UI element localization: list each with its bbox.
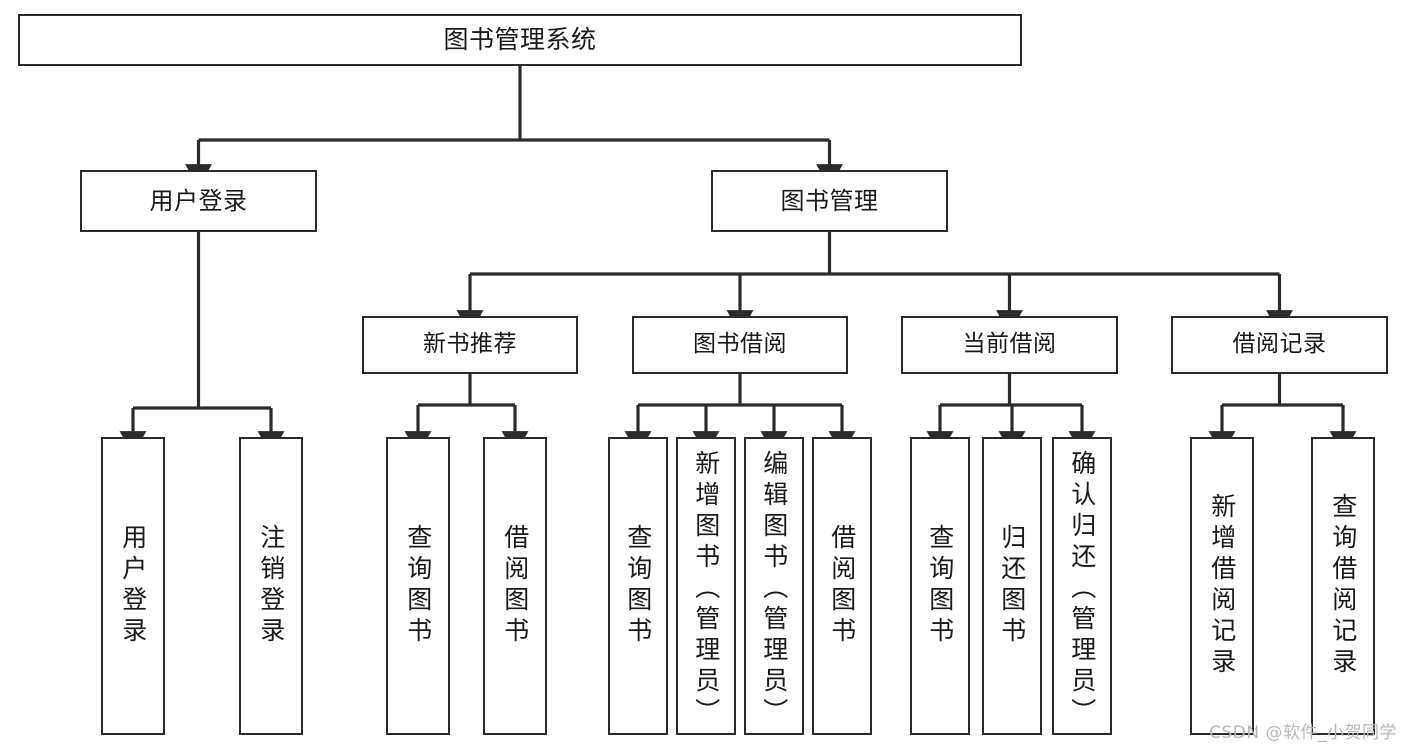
node-label: 当前借阅	[962, 331, 1057, 358]
node-label: 新书推荐	[423, 331, 517, 358]
node-l-query-record[interactable]: 查询借阅记录	[1311, 437, 1375, 735]
node-l-add-record[interactable]: 新增借阅记录	[1190, 437, 1254, 735]
node-label: 归还图书	[997, 524, 1027, 648]
node-l-confirm-return[interactable]: 确认归还（管理员）	[1052, 437, 1112, 735]
node-label: 编辑图书（管理员）	[759, 450, 789, 729]
node-label: 确认归还（管理员）	[1067, 450, 1097, 729]
node-l-borrow-book-2[interactable]: 借阅图书	[812, 437, 872, 735]
node-l-add-book[interactable]: 新增图书（管理员）	[676, 437, 736, 735]
node-n-user-login[interactable]: 用户登录	[80, 170, 317, 232]
node-n-book-borrow[interactable]: 图书借阅	[632, 316, 848, 374]
node-label: 查询图书	[623, 524, 653, 648]
node-label: 用户登录	[118, 524, 148, 648]
node-label: 借阅图书	[500, 524, 530, 648]
watermark: CSDN @软件_小贺同学	[1209, 723, 1397, 743]
node-root[interactable]: 图书管理系统	[18, 14, 1022, 66]
node-l-return-book[interactable]: 归还图书	[982, 437, 1042, 735]
node-label: 图书借阅	[693, 331, 787, 358]
node-label: 新增借阅记录	[1207, 493, 1237, 679]
node-l-query-book-2[interactable]: 查询图书	[608, 437, 668, 735]
node-n-borrow-record[interactable]: 借阅记录	[1171, 316, 1388, 374]
node-label: 注销登录	[256, 524, 286, 648]
node-label: 用户登录	[149, 186, 248, 215]
node-label: 图书管理	[780, 186, 879, 215]
node-l-query-book-1[interactable]: 查询图书	[386, 437, 450, 735]
node-label: 图书管理系统	[443, 25, 597, 55]
node-label: 借阅记录	[1232, 331, 1327, 358]
node-l-edit-book[interactable]: 编辑图书（管理员）	[744, 437, 804, 735]
node-label: 查询借阅记录	[1328, 493, 1358, 679]
node-label: 新增图书（管理员）	[691, 450, 721, 729]
node-l-borrow-book-1[interactable]: 借阅图书	[483, 437, 547, 735]
node-n-new-book-rec[interactable]: 新书推荐	[362, 316, 578, 374]
node-n-current-borrow[interactable]: 当前借阅	[901, 316, 1118, 374]
node-l-user-logout[interactable]: 注销登录	[239, 437, 303, 735]
node-label: 查询图书	[403, 524, 433, 648]
node-l-query-book-3[interactable]: 查询图书	[910, 437, 970, 735]
node-l-user-login[interactable]: 用户登录	[101, 437, 165, 735]
node-label: 查询图书	[925, 524, 955, 648]
node-n-book-mgmt[interactable]: 图书管理	[711, 170, 948, 232]
node-label: 借阅图书	[827, 524, 857, 648]
